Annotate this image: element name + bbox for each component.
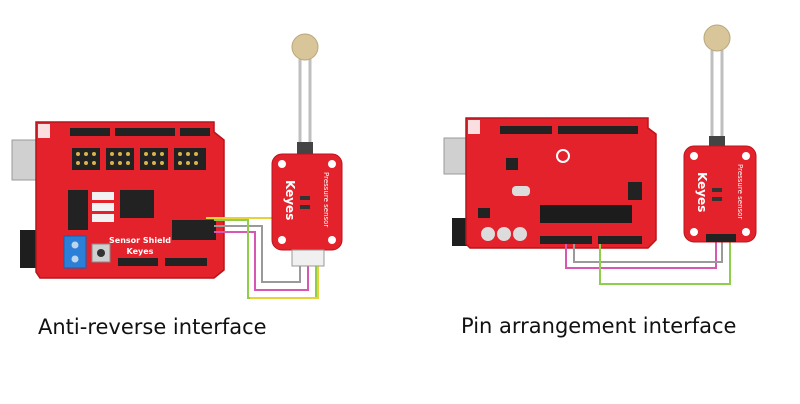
uno-board [465, 117, 657, 249]
pressure-disc-icon [291, 33, 319, 61]
left-module-brand: Keyes [283, 180, 297, 220]
right-pressure-probe [703, 24, 731, 150]
shield-label-line2: Keyes [127, 247, 154, 256]
anti-reverse-connector [291, 249, 325, 267]
right-module-name: Pressure sensor [736, 164, 744, 219]
caption-pin-arrangement: Pin arrangement interface [461, 314, 737, 338]
left-assembly: Sensor Shield Keyes Keyes Pressure senso… [11, 33, 343, 299]
right-wires [565, 240, 731, 285]
pressure-disc-icon-right [703, 24, 731, 52]
shield-label-line1: Sensor Shield [109, 236, 171, 245]
left-sensor-module: Keyes Pressure sensor [271, 153, 343, 267]
microcontroller-chip [540, 205, 632, 223]
uno-bottom-headers [540, 236, 642, 244]
terminal-block-icon [63, 235, 87, 269]
crystal-icon [512, 186, 530, 196]
left-pressure-probe [291, 33, 319, 156]
right-header [172, 220, 216, 240]
uno-logo-icon [468, 120, 480, 134]
right-assembly: Keyes Pressure sensor [443, 24, 757, 285]
sensor-headers [72, 148, 206, 170]
middle-header [120, 190, 154, 218]
top-headers [70, 128, 210, 136]
gear-logo-icon [556, 149, 570, 163]
board-logo-icon [38, 124, 50, 138]
uno-top-headers [500, 126, 638, 134]
interface-blocks [92, 192, 114, 222]
caption-anti-reverse: Anti-reverse interface [38, 315, 267, 339]
right-module-brand: Keyes [695, 172, 709, 212]
pin-header [706, 234, 736, 242]
left-header [68, 190, 88, 230]
bottom-headers [118, 258, 207, 266]
right-sensor-module: Keyes Pressure sensor [683, 145, 757, 243]
left-module-name: Pressure sensor [322, 172, 330, 227]
